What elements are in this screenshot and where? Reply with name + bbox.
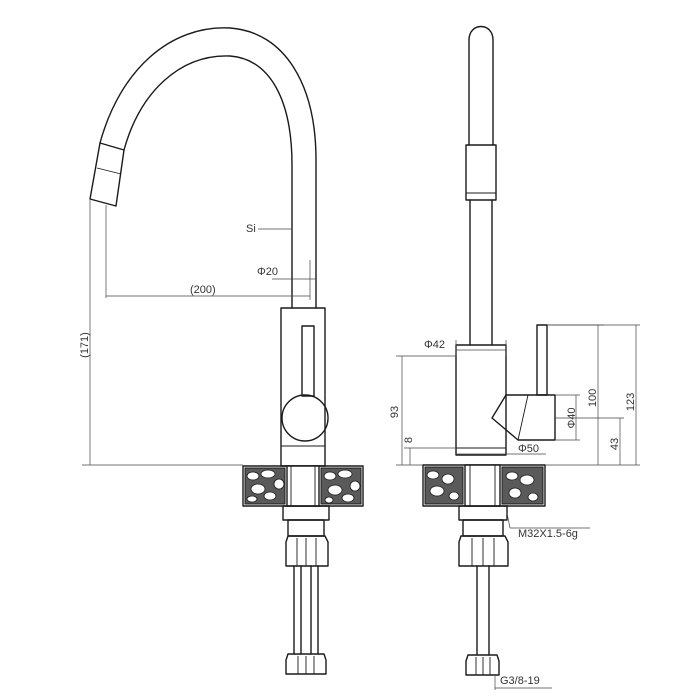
spray-head-ring [96, 167, 122, 175]
supply-hose-front [465, 565, 500, 676]
mounting-nut-front [458, 535, 509, 567]
label-thread-m32: M32X1.5-6g [518, 528, 578, 540]
label-dia50: Φ50 [518, 443, 539, 455]
dimensions-front [396, 324, 640, 690]
spout-tube [468, 25, 494, 146]
label-dim8: 8 [403, 437, 415, 443]
front-view: Φ42 93 8 Φ40 Φ50 100 123 43 M32X1.5-6g G… [389, 25, 640, 690]
label-dia20: Φ20 [257, 266, 278, 278]
label-thread-g38: G3/8-19 [500, 675, 540, 687]
stone-texture-left [246, 469, 285, 503]
label-si: Si [246, 223, 256, 235]
supply-hoses [285, 565, 327, 675]
lever-hub [281, 394, 329, 442]
lever-side-body [491, 394, 556, 441]
label-dim93: 93 [389, 406, 401, 418]
label-dia40: Φ40 [566, 407, 578, 428]
label-reach200: (200) [190, 284, 216, 296]
lever-handle [301, 325, 315, 397]
faucet-body-front [455, 344, 507, 456]
stone-texture-front [426, 470, 539, 502]
label-height171: (171) [79, 332, 91, 358]
spout-inner-curve [123, 55, 293, 309]
spout-outer-curve [99, 27, 317, 309]
mounting-shank-front [458, 505, 508, 521]
dimensions-side [82, 199, 316, 466]
label-dim100: 100 [587, 389, 599, 407]
lever-handle-front [536, 324, 548, 396]
label-dia42: Φ42 [424, 339, 445, 351]
spray-head [89, 142, 125, 207]
spray-head-front [465, 144, 497, 201]
mounting-shank [282, 505, 330, 521]
stone-texture-right [323, 469, 361, 504]
faucet-body [280, 307, 326, 467]
label-dim43: 43 [609, 438, 621, 450]
side-view: Si Φ20 (200) (171) [79, 27, 364, 675]
mounting-nut [285, 535, 329, 567]
label-dim123: 123 [625, 393, 637, 411]
